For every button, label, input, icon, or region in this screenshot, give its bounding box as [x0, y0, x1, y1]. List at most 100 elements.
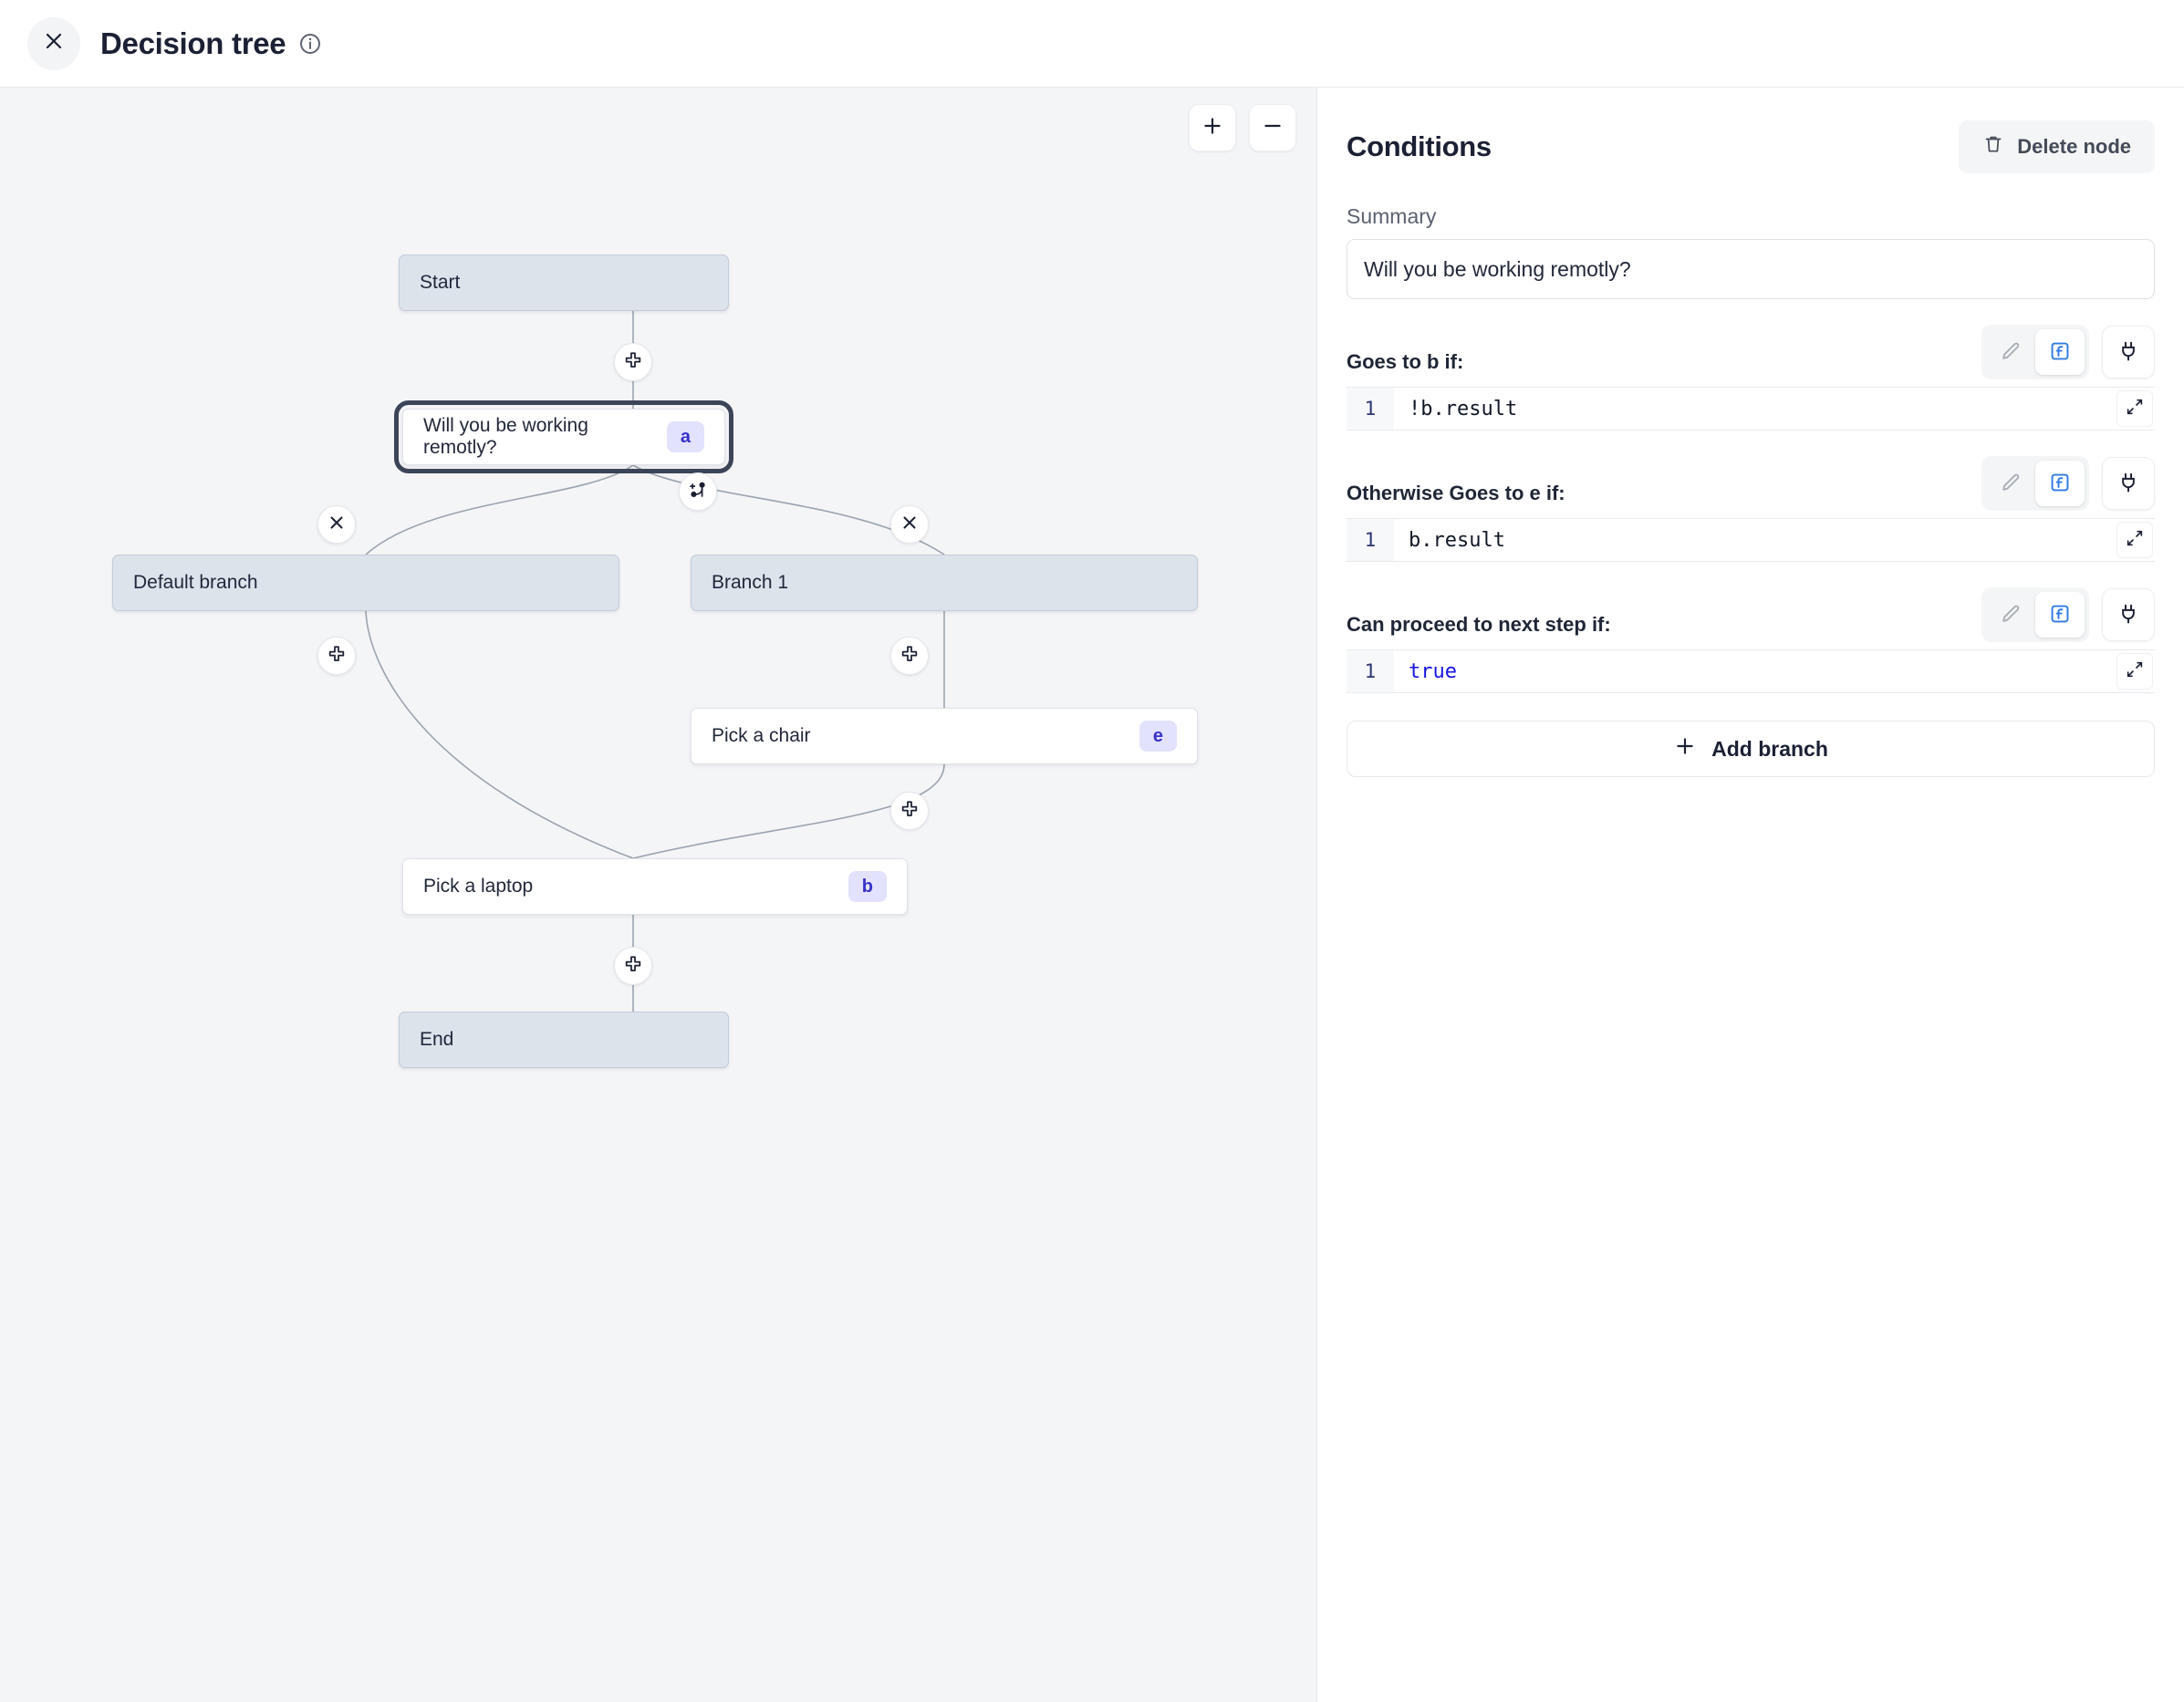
add-branch-icon: [688, 480, 708, 504]
close-icon: [900, 513, 920, 537]
add-branch-button[interactable]: Add branch: [1347, 721, 2155, 777]
code-content[interactable]: !b.result: [1409, 397, 1518, 420]
zoom-controls: [1189, 104, 1296, 151]
summary-label: Summary: [1347, 204, 1437, 228]
flow-node-end[interactable]: End: [399, 1012, 729, 1068]
expand-editor-button[interactable]: [2116, 653, 2153, 690]
close-icon: [327, 513, 347, 537]
zoom-out-button[interactable]: [1249, 104, 1296, 151]
close-button[interactable]: [27, 16, 80, 70]
code-editor[interactable]: 1 !b.result: [1347, 387, 2155, 431]
line-number: 1: [1347, 519, 1394, 561]
pencil-icon: [1999, 339, 2023, 366]
summary-input[interactable]: [1347, 239, 2155, 299]
flow-node-default-branch[interactable]: Default branch: [112, 555, 619, 611]
add-branch-label: Add branch: [1711, 736, 1828, 761]
summary-field-group: Summary: [1347, 204, 2155, 299]
condition-toolbar: [1981, 587, 2155, 642]
pencil-mode-button[interactable]: [1986, 592, 2035, 638]
panel-title: Conditions: [1347, 130, 1492, 162]
function-icon: [2048, 471, 2072, 497]
flow-node-pick-a-chair[interactable]: Pick a chair e: [691, 708, 1198, 764]
flow-node-label: Pick a laptop: [423, 876, 534, 897]
line-number: 1: [1347, 650, 1394, 692]
zoom-in-button[interactable]: [1189, 104, 1236, 151]
connect-plug-button[interactable]: [2102, 457, 2155, 510]
main-layout: Start Will you be working remotly? a Def…: [0, 88, 2184, 1702]
function-mode-button[interactable]: [2035, 329, 2085, 375]
function-icon: [2048, 602, 2072, 628]
add-step-handle-pick-a-chair[interactable]: [890, 792, 929, 830]
plus-icon: [1673, 734, 1697, 763]
flow-node-condition[interactable]: Will you be working remotly? a: [394, 400, 733, 473]
expand-icon: [2125, 528, 2145, 553]
flow-canvas[interactable]: Start Will you be working remotly? a Def…: [0, 88, 1317, 1702]
add-step-icon: [327, 644, 347, 669]
condition-block-goes-to-b: Goes to b if:: [1347, 325, 2155, 431]
flow-node-label: Default branch: [133, 572, 258, 593]
delete-branch-handle-default[interactable]: [317, 505, 356, 544]
minus-icon: [1261, 114, 1284, 142]
info-icon[interactable]: [298, 32, 322, 56]
condition-label: Goes to b if:: [1347, 350, 1464, 373]
add-branch-handle[interactable]: [679, 472, 717, 511]
pencil-icon: [1999, 602, 2023, 628]
add-step-handle-branch1[interactable]: [890, 637, 929, 675]
flow-node-start[interactable]: Start: [399, 254, 729, 311]
delete-node-button[interactable]: Delete node: [1959, 120, 2155, 173]
expand-icon: [2125, 659, 2145, 684]
function-mode-button[interactable]: [2035, 461, 2085, 506]
condition-toolbar: [1981, 325, 2155, 379]
editor-mode-toggle: [1981, 587, 2089, 642]
code-editor[interactable]: 1 b.result: [1347, 518, 2155, 562]
code-content[interactable]: b.result: [1409, 528, 1505, 552]
expand-icon: [2125, 397, 2145, 421]
function-icon: [2048, 339, 2072, 366]
editor-mode-toggle: [1981, 456, 2089, 511]
plug-icon: [2116, 339, 2140, 366]
condition-label: Otherwise Goes to e if:: [1347, 482, 1565, 504]
flow-node-pick-a-laptop[interactable]: Pick a laptop b: [402, 858, 908, 915]
pencil-icon: [1999, 471, 2023, 497]
flow-node-badge: e: [1139, 721, 1177, 752]
add-step-handle-default-branch[interactable]: [317, 637, 356, 675]
trash-icon: [1982, 133, 2004, 161]
expand-editor-button[interactable]: [2116, 390, 2153, 427]
flow-node-badge: b: [848, 871, 887, 902]
flow-node-label: Start: [420, 272, 461, 293]
condition-label: Can proceed to next step if:: [1347, 613, 1611, 636]
pencil-mode-button[interactable]: [1986, 329, 2035, 375]
add-step-icon: [900, 644, 920, 669]
condition-block-otherwise-goes-to-e: Otherwise Goes to e if:: [1347, 456, 2155, 562]
flow-node-branch-1[interactable]: Branch 1: [691, 555, 1198, 611]
connect-plug-button[interactable]: [2102, 326, 2155, 379]
flow-node-badge: a: [666, 421, 704, 452]
pencil-mode-button[interactable]: [1986, 461, 2035, 506]
flow-graph: Start Will you be working remotly? a Def…: [0, 88, 1316, 1702]
conditions-panel: Conditions Delete node Summary Goes to b…: [1317, 88, 2184, 1702]
delete-node-label: Delete node: [2017, 135, 2131, 158]
editor-mode-toggle: [1981, 325, 2089, 379]
plug-icon: [2116, 602, 2140, 628]
flow-node-label: Branch 1: [712, 572, 789, 593]
delete-branch-handle-branch1[interactable]: [890, 505, 929, 544]
condition-header: Goes to b if:: [1347, 325, 2155, 379]
code-editor[interactable]: 1 true: [1347, 649, 2155, 693]
condition-toolbar: [1981, 456, 2155, 511]
function-mode-button[interactable]: [2035, 592, 2085, 638]
page-title: Decision tree: [100, 26, 286, 60]
condition-header: Otherwise Goes to e if:: [1347, 456, 2155, 511]
add-step-handle-pick-a-laptop[interactable]: [614, 947, 652, 985]
code-content[interactable]: true: [1409, 659, 1457, 683]
flow-node-label: Will you be working remotly?: [423, 415, 588, 458]
add-step-icon: [623, 954, 643, 979]
connect-plug-button[interactable]: [2102, 588, 2155, 641]
add-step-handle-start-condition[interactable]: [614, 343, 652, 381]
condition-block-can-proceed: Can proceed to next step if:: [1347, 587, 2155, 693]
plug-icon: [2116, 471, 2140, 497]
expand-editor-button[interactable]: [2116, 522, 2153, 558]
add-step-icon: [623, 350, 643, 375]
flow-node-label: Pick a chair: [712, 725, 811, 746]
line-number: 1: [1347, 388, 1394, 430]
add-step-icon: [900, 799, 920, 824]
